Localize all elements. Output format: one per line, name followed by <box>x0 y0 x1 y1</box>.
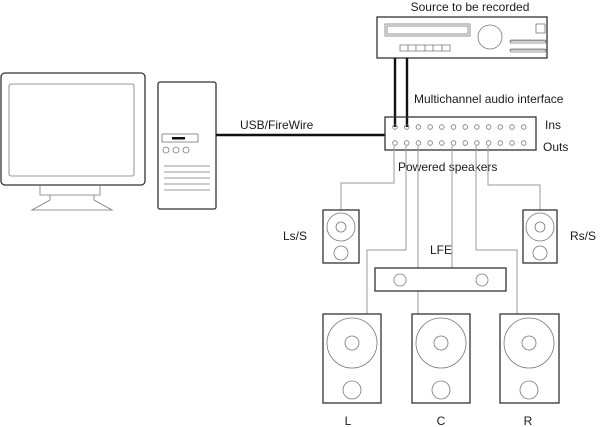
r-label: R <box>524 414 533 427</box>
output-port <box>427 140 433 146</box>
ls-label: Ls/S <box>283 229 307 243</box>
lfe-label: LFE <box>430 243 452 257</box>
output-port <box>474 140 480 146</box>
interface-label: Multichannel audio interface <box>414 92 564 106</box>
speaker-c <box>411 313 471 404</box>
output-port <box>450 140 457 146</box>
input-port <box>439 124 445 130</box>
l-label: L <box>345 414 352 427</box>
rs-label: Rs/S <box>570 229 596 243</box>
speaker-lfe <box>374 267 507 292</box>
speaker-r <box>499 313 560 404</box>
speaker-rs <box>522 209 558 264</box>
source-device <box>376 16 548 59</box>
speaker-ls <box>322 209 360 264</box>
input-port <box>392 124 398 130</box>
ins-label: Ins <box>545 118 561 132</box>
output-port <box>404 140 410 146</box>
input-cables <box>393 58 409 127</box>
output-port <box>392 140 398 146</box>
output-port <box>415 140 422 146</box>
input-port <box>415 124 422 130</box>
connection-label: USB/FireWire <box>240 118 314 132</box>
input-port <box>462 124 468 130</box>
powered-speakers-label: Powered speakers <box>398 160 497 174</box>
input-port <box>450 124 457 130</box>
outs-label: Outs <box>543 140 568 154</box>
speaker-cables <box>340 146 541 314</box>
c-label: C <box>437 414 446 427</box>
output-port <box>521 140 527 146</box>
input-port <box>509 124 515 130</box>
output-port <box>509 140 515 146</box>
audio-interface <box>384 116 537 151</box>
input-port <box>427 124 433 130</box>
input-port <box>497 124 503 130</box>
input-port <box>474 124 480 130</box>
output-port <box>439 140 445 146</box>
output-port <box>485 140 492 146</box>
speaker-l <box>322 313 382 404</box>
input-port <box>404 124 410 130</box>
input-port <box>521 124 527 130</box>
source-label: Source to be recorded <box>411 0 530 14</box>
computer-tower <box>157 81 217 210</box>
computer-monitor <box>0 72 146 211</box>
input-port <box>485 124 492 130</box>
output-port <box>462 140 468 146</box>
output-port <box>497 140 503 146</box>
